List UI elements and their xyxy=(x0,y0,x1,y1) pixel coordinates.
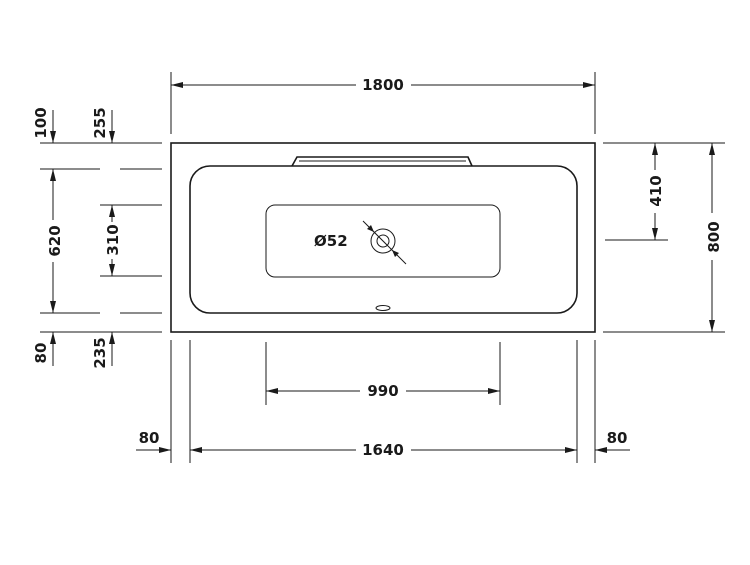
tub-floor-zone xyxy=(265,204,501,278)
extension-lines xyxy=(40,72,725,463)
dim-label-410: 410 xyxy=(647,175,665,206)
dim-label-100: 100 xyxy=(32,107,50,138)
bathtub-outline xyxy=(170,142,596,333)
dim-label-800: 800 xyxy=(705,221,723,252)
drain: Ø52 xyxy=(314,220,407,265)
dim-inner-width: 620 xyxy=(46,169,64,313)
dim-total-length: 1800 xyxy=(171,76,595,94)
dim-label-310: 310 xyxy=(104,224,122,255)
dim-label-990: 990 xyxy=(367,382,398,400)
dim-label-80-bottom: 80 xyxy=(32,343,50,364)
dim-drain-position: 410 xyxy=(647,143,665,240)
drain-diameter-label: Ø52 xyxy=(314,232,348,250)
tub-outer-rim xyxy=(170,142,596,333)
dim-label-1800: 1800 xyxy=(362,76,404,94)
dim-label-80-right: 80 xyxy=(607,429,628,447)
dim-label-620: 620 xyxy=(46,225,64,256)
dim-label-1640: 1640 xyxy=(362,441,404,459)
drain-ring-inner xyxy=(376,234,390,248)
dim-top-offsets: 100 255 xyxy=(32,107,115,143)
dim-inner-length: 1640 xyxy=(190,441,577,459)
headrest-bar xyxy=(291,156,473,167)
dim-drain-zone-width: 310 xyxy=(104,205,122,276)
dim-label-80-left: 80 xyxy=(139,429,160,447)
drain-ring-outer xyxy=(370,228,396,254)
dim-drain-zone-length: 990 xyxy=(266,382,500,400)
dim-bottom-offsets: 80 235 xyxy=(32,332,115,369)
dim-label-255: 255 xyxy=(91,107,109,138)
tub-inner-basin xyxy=(189,165,578,314)
dim-label-235: 235 xyxy=(91,337,109,368)
dim-right-offset: 80 xyxy=(595,429,630,453)
dim-left-offset: 80 xyxy=(136,429,171,453)
overflow-outlet xyxy=(375,305,391,311)
dim-total-width: 800 xyxy=(705,143,723,332)
